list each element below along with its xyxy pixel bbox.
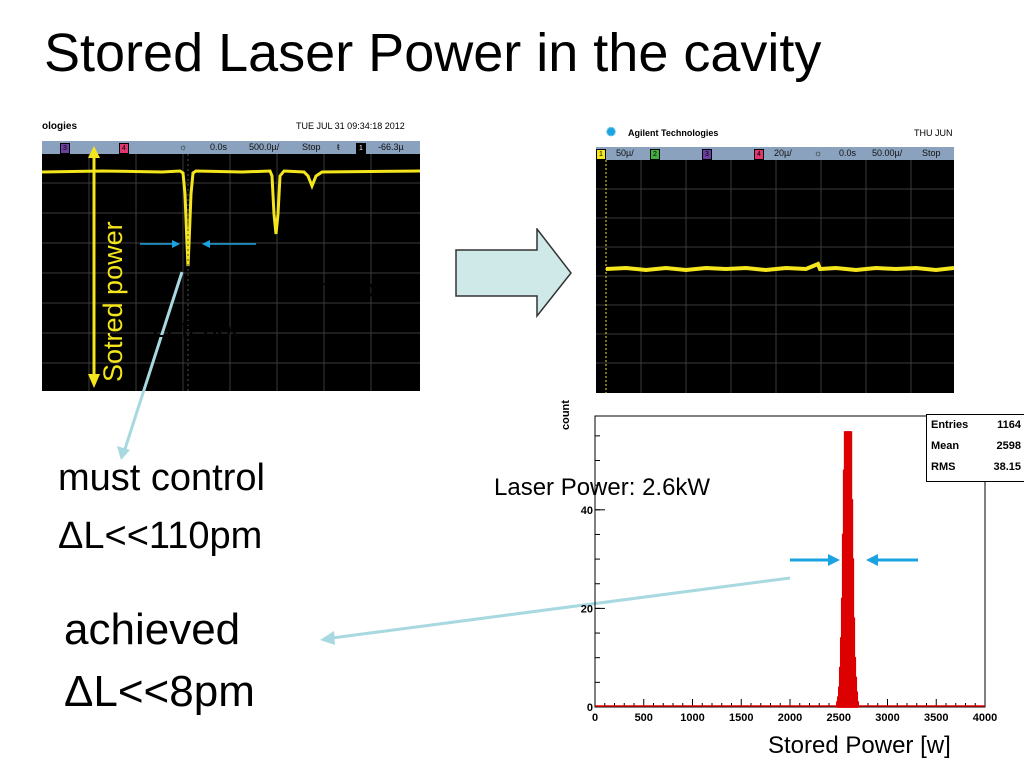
channel-4-scale: 20µ/ xyxy=(774,148,792,158)
trigger-icon: ŧ xyxy=(337,142,340,152)
stored-power-arrowhead-bottom xyxy=(88,374,100,388)
brand-name: Agilent Technologies xyxy=(628,128,719,138)
agilent-logo-icon: ✺ xyxy=(606,125,617,139)
pointer-line-left xyxy=(122,271,184,453)
sun-icon: ☼ xyxy=(814,148,823,158)
oscilloscope-left: ologies TUE JUL 31 09:34:18 2012 3 4 ☼ 0… xyxy=(42,117,420,391)
scope-header: ✺ Agilent Technologies THU JUN xyxy=(596,121,954,147)
histogram-ylabel: count xyxy=(560,400,572,430)
peak-width-arrows xyxy=(790,554,918,566)
scope-right-screen xyxy=(596,160,954,393)
scope-datetime: THU JUN xyxy=(914,128,953,138)
histogram-stats-box: Entries 1164 Mean 2598 RMS 38.15 xyxy=(926,414,1024,482)
scope-status-bar: 1 50µ/ 2 3 4 20µ/ ☼ 0.0s 50.00µ/ Stop xyxy=(596,147,954,160)
y-tick-label: 0 xyxy=(587,702,593,714)
stats-entries: Entries 1164 xyxy=(931,417,1021,433)
x-tick-label: 2000 xyxy=(778,712,802,724)
x-tick-label: 3000 xyxy=(875,712,899,724)
rms-label: RMS xyxy=(931,461,956,473)
stored-power-label: Sotred power xyxy=(98,221,128,382)
scope-datetime: TUE JUL 31 09:34:18 2012 xyxy=(296,121,405,131)
x-tick-label: 1500 xyxy=(729,712,753,724)
scope-header: ologies TUE JUL 31 09:34:18 2012 xyxy=(42,117,420,141)
scope-status-bar: 3 4 ☼ 0.0s 500.0µ/ Stop ŧ 1 -66.3µ xyxy=(42,141,420,154)
stats-rms: RMS 38.15 xyxy=(931,459,1021,475)
rms-value: 38.15 xyxy=(993,461,1021,473)
brand-fragment: ologies xyxy=(42,121,78,132)
right-pol-label: Right pol xyxy=(278,273,381,303)
x-tick-label: 2500 xyxy=(827,712,851,724)
oscilloscope-right: ✺ Agilent Technologies THU JUN 1 50µ/ 2 … xyxy=(596,121,954,393)
arrowhead-left-icon xyxy=(866,554,878,566)
trace-right xyxy=(605,261,954,273)
histogram-bar xyxy=(856,701,860,708)
achieved-line1: achieved xyxy=(64,605,241,654)
slide-title: Stored Laser Power in the cavity xyxy=(44,23,822,83)
must-control-line1: must control xyxy=(58,457,265,499)
trace-left xyxy=(42,169,420,267)
y-tick-label: 40 xyxy=(581,505,593,517)
entries-value: 1164 xyxy=(997,419,1021,431)
x-tick-label: 500 xyxy=(635,712,653,724)
channel-3-badge: 3 xyxy=(60,143,70,154)
left-pol-label: Left pol xyxy=(152,313,238,343)
arrowhead-right-icon xyxy=(828,554,840,566)
channel-4-badge: 4 xyxy=(754,149,764,160)
y-tick-label: 20 xyxy=(581,603,593,615)
channel-1-scale: 50µ/ xyxy=(616,148,634,158)
run-state: Stop xyxy=(302,142,321,152)
trigger-level: -66.3µ xyxy=(378,142,404,152)
run-state: Stop xyxy=(922,148,941,158)
channel-4-badge: 4 xyxy=(119,143,129,154)
time-offset: 0.0s xyxy=(839,148,857,158)
achieved-line2: ΔL<<8pm xyxy=(64,667,255,716)
mean-value: 2598 xyxy=(996,440,1021,452)
channel-3-badge: 3 xyxy=(702,149,712,160)
entries-label: Entries xyxy=(931,419,969,431)
channel-1-badge: 1 xyxy=(596,149,606,160)
pointer-line-bottom xyxy=(331,576,791,640)
time-division: 50.00µ/ xyxy=(872,148,903,158)
sun-icon: ☼ xyxy=(179,142,188,152)
laser-power-label: Laser Power: 2.6kW xyxy=(494,474,711,501)
x-tick-label: 0 xyxy=(592,712,598,724)
must-control-line2: ΔL<<110pm xyxy=(58,515,263,557)
time-division: 500.0µ/ xyxy=(249,142,280,152)
x-tick-label: 4000 xyxy=(973,712,997,724)
histogram-xlabel: Stored Power [w] xyxy=(768,732,951,759)
stored-power-arrowhead-top xyxy=(88,146,100,158)
channel-2-badge: 2 xyxy=(650,149,660,160)
stored-power-histogram: 0 500 1000 1500 2000 2500 3000 3500 4000 0 20 40 xyxy=(581,415,997,724)
channel-1-badge: 1 xyxy=(356,143,366,154)
x-tick-label: 1000 xyxy=(680,712,704,724)
mean-label: Mean xyxy=(931,440,960,452)
stats-mean: Mean 2598 xyxy=(931,438,1021,454)
x-tick-label: 3500 xyxy=(924,712,948,724)
right-arrow-icon xyxy=(455,228,572,318)
time-offset: 0.0s xyxy=(210,142,228,152)
